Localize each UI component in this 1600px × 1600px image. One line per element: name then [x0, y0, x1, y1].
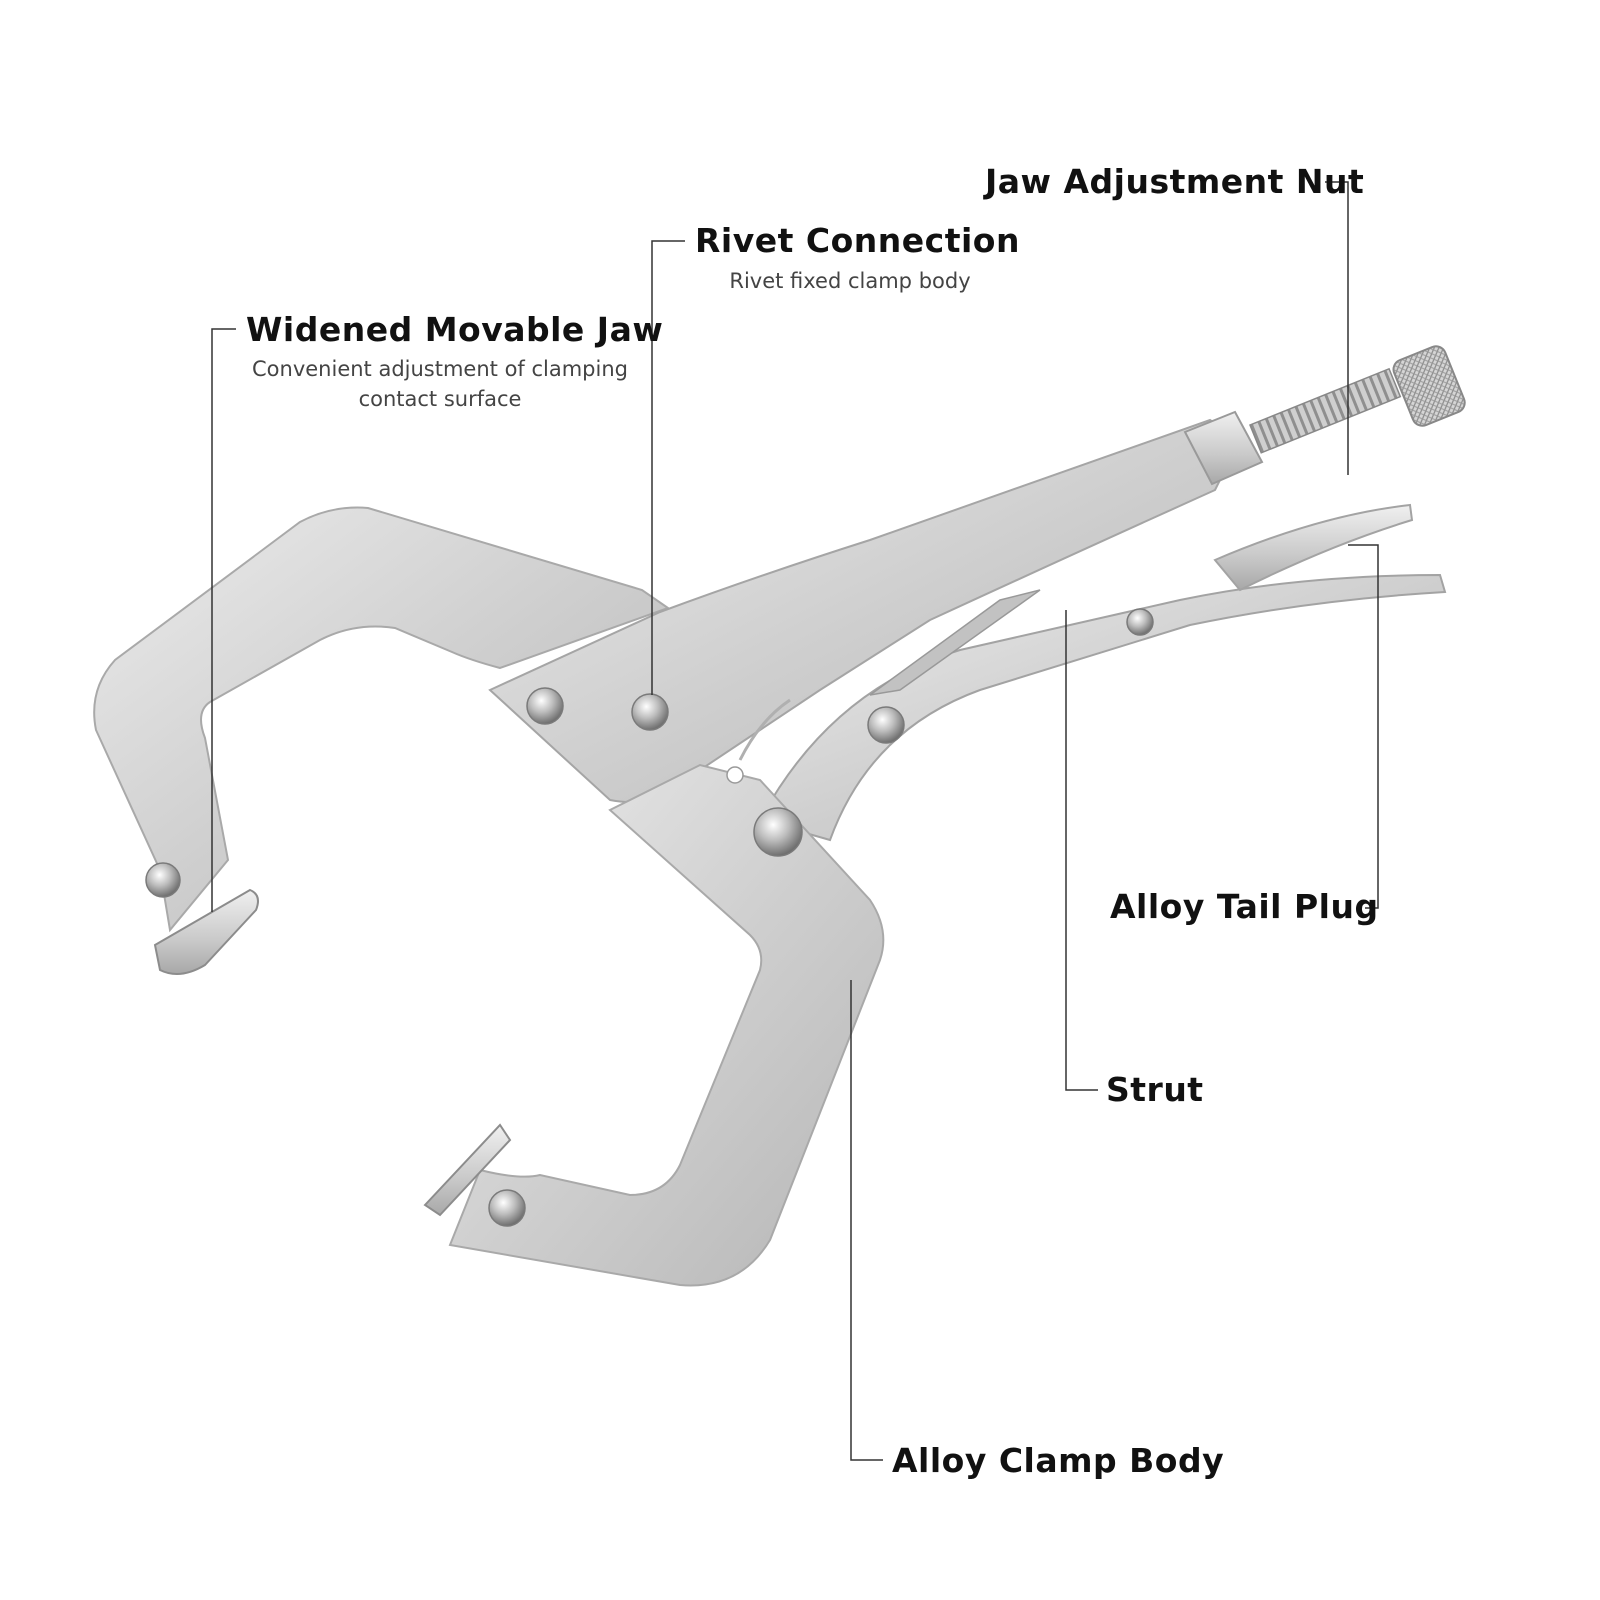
body-rivet-2 [631, 693, 669, 731]
lower-c-jaw [448, 763, 885, 1287]
adjustment-screw [1249, 367, 1402, 454]
label-widened-movable-jaw: Widened Movable Jaw [246, 310, 664, 349]
pivot-rivet [753, 807, 803, 857]
handle-rivet-1 [867, 706, 905, 744]
release-hole [726, 766, 744, 784]
body-rivet-1 [526, 687, 564, 725]
knurled-nut [1392, 345, 1466, 427]
leader-rivet-connection [651, 240, 685, 695]
label-alloy-clamp-body: Alloy Clamp Body [892, 1441, 1225, 1480]
leader-strut [1065, 610, 1098, 1091]
lower-jaw-pad [423, 1123, 512, 1217]
handle-rivet-2 [1126, 608, 1154, 636]
sublabel-rivet-connection: Rivet fixed clamp body [729, 269, 971, 293]
leader-jaw-adjustment-nut [1325, 181, 1349, 475]
sublabel-widened-movable-jaw-line2: contact surface [358, 387, 522, 411]
upper-c-jaw [93, 506, 671, 933]
upper-jaw-pad [153, 888, 259, 975]
sublabel-widened-movable-jaw-line1: Convenient adjustment of clamping [252, 357, 628, 381]
leader-widened-movable-jaw [211, 328, 236, 912]
label-rivet-connection: Rivet Connection [695, 221, 1020, 260]
label-alloy-tail-plug: Alloy Tail Plug [1110, 887, 1379, 926]
strut [869, 589, 1041, 696]
label-strut: Strut [1106, 1070, 1204, 1109]
spring [738, 698, 791, 761]
screw-housing [1183, 410, 1264, 486]
leader-alloy-tail-plug [1348, 544, 1379, 909]
upper-jaw-rivet [145, 862, 181, 898]
label-jaw-adjustment-nut: Jaw Adjustment Nut [985, 162, 1365, 201]
upper-handle-tip [1213, 503, 1414, 592]
lower-jaw-rivet [488, 1189, 526, 1227]
leader-alloy-clamp-body [850, 980, 883, 1461]
